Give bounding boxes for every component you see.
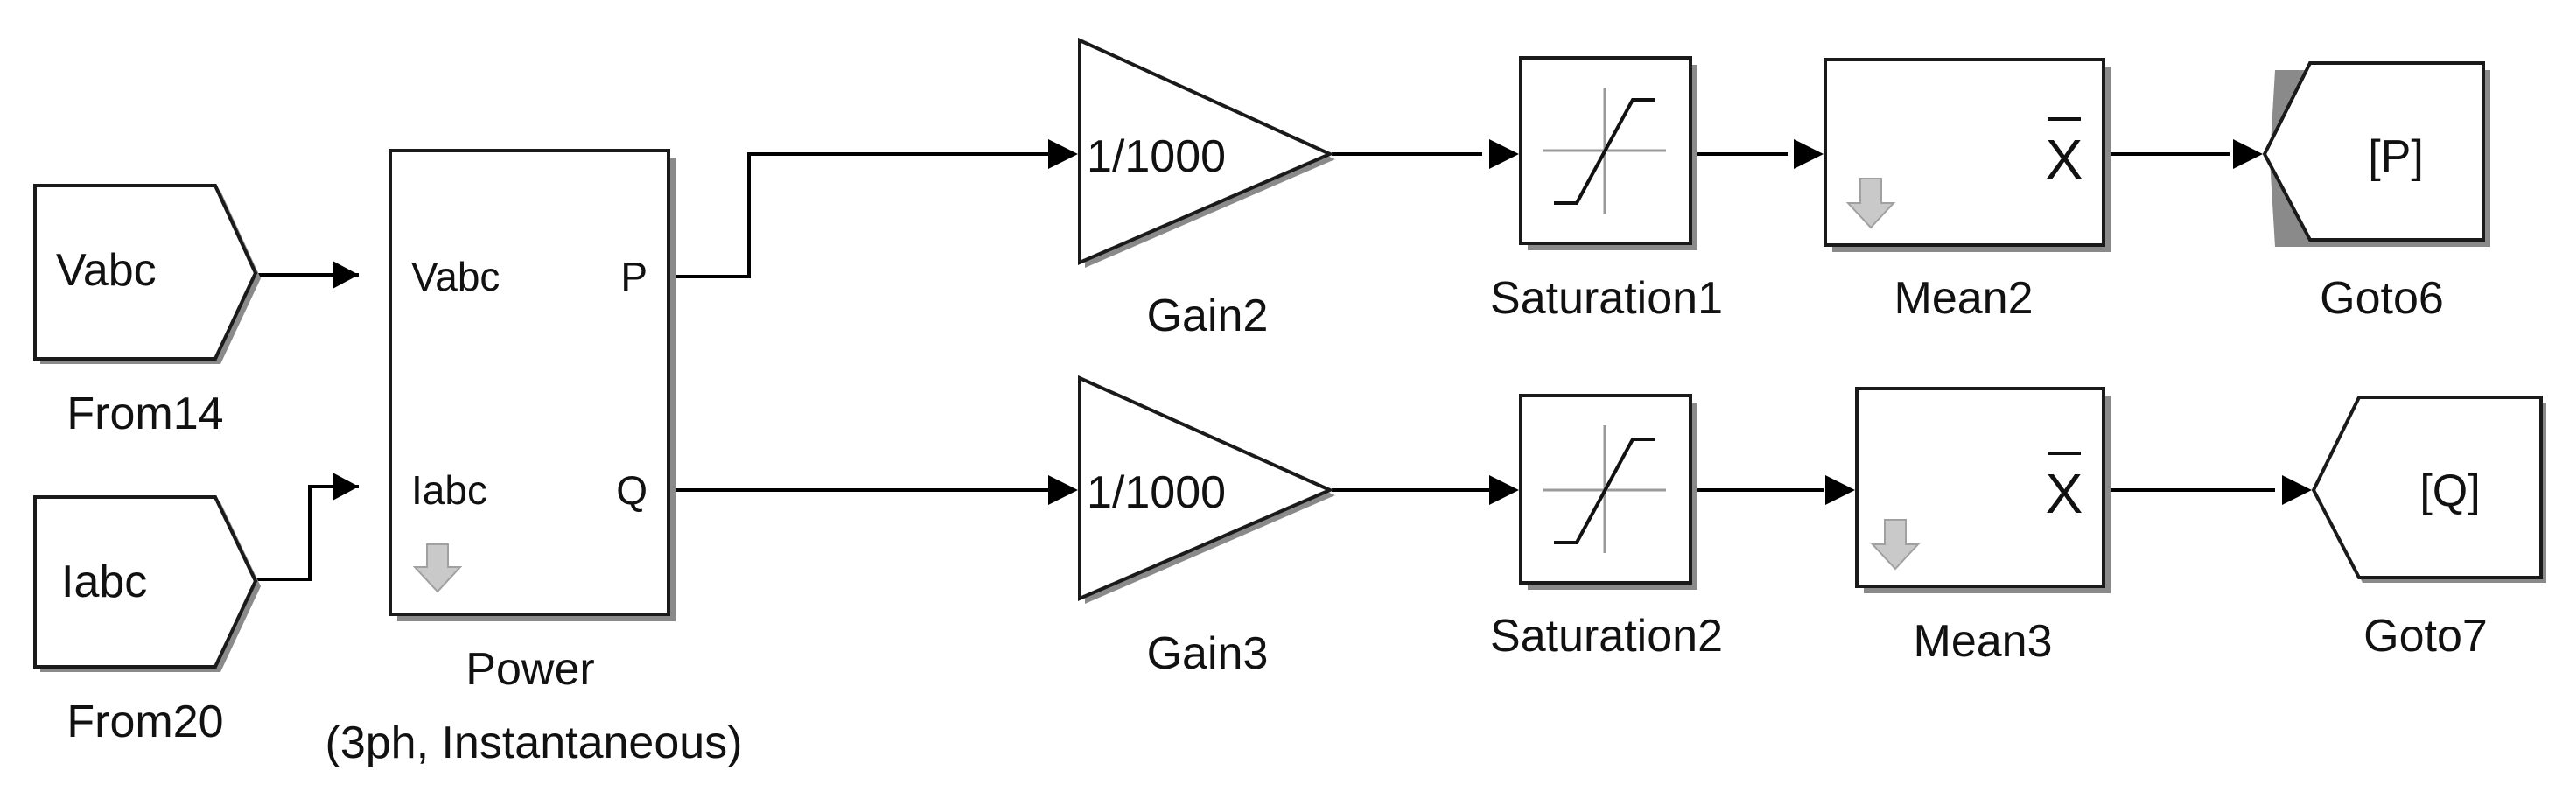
gain3-block[interactable]: 1/1000 Gain3 [1078,375,1335,679]
goto6-name: Goto6 [2320,273,2444,324]
power-link-arrow-icon [412,543,463,593]
arrowhead-goto7-in [2282,475,2312,505]
power-name-line2: (3ph, Instantaneous) [326,718,743,768]
saturation2-name: Saturation2 [1490,611,1723,662]
power-port-out2: Q [616,467,648,513]
signal-lines [256,152,2275,581]
gain3-value: 1/1000 [1087,467,1226,518]
power-port-in2: Iabc [411,467,487,513]
from14-name: From14 [66,389,223,439]
arrowhead-gain3-in [1048,475,1078,505]
from14-block[interactable]: Vabc From14 [33,184,261,439]
saturation-icon [1544,425,1666,553]
saturation-icon [1544,88,1666,214]
gain2-block[interactable]: 1/1000 Gain2 [1078,37,1335,341]
arrowhead-mean2-in [1794,139,1824,169]
gain2-name: Gain2 [1147,291,1269,341]
from20-tag: Iabc [61,557,147,607]
goto7-block[interactable]: [Q] Goto7 [2311,396,2546,662]
from14-tag: Vabc [56,245,157,296]
mean2-block[interactable]: X Mean2 [1824,58,2110,324]
power-port-in1: Vabc [411,254,500,299]
arrowhead-power-in2 [332,473,359,501]
wire-p-to-gain2[interactable] [667,152,1050,278]
gain3-shape [1078,375,1334,602]
mean2-link-arrow-icon [1845,178,1896,229]
power-block[interactable]: Vabc Iabc P Q Power (3ph, Instantaneous) [326,149,743,768]
arrowhead-power-in1 [332,261,359,289]
goto6-shape [2262,61,2485,242]
from14-shape [33,184,258,361]
from20-block[interactable]: Iabc From20 [33,495,261,747]
mean3-symbol: X [2046,462,2083,525]
gain2-shape [1078,37,1334,266]
goto7-name: Goto7 [2363,611,2488,662]
gain3-name: Gain3 [1147,628,1269,679]
mean2-name: Mean2 [1894,273,2034,324]
wire-iabc-to-power[interactable] [256,485,359,581]
from20-name: From20 [66,697,223,747]
power-port-out1: P [620,254,648,299]
mean3-name: Mean3 [1914,616,2053,667]
from20-shape [33,495,258,669]
arrowhead-saturation2-in [1489,475,1519,505]
arrowhead-saturation1-in [1489,139,1519,169]
signal-arrowheads [332,139,2312,505]
goto7-shape [2311,396,2543,579]
saturation2-block[interactable]: Saturation2 [1490,394,1723,662]
arrowhead-goto6-in [2233,139,2263,169]
power-shape [388,149,670,616]
arrowhead-mean3-in [1825,475,1855,505]
saturation1-name: Saturation1 [1490,273,1723,324]
mean3-link-arrow-icon [1870,519,1921,571]
mean3-block[interactable]: X Mean3 [1855,387,2110,667]
goto6-tag: [P] [2368,131,2424,182]
gain2-value: 1/1000 [1087,131,1226,182]
mean2-symbol: X [2046,128,2083,191]
power-name-line1: Power [466,644,594,695]
saturation1-block[interactable]: Saturation1 [1490,56,1723,324]
goto6-block[interactable]: [P] Goto6 [2262,61,2490,324]
arrowhead-gain2-in [1048,139,1078,169]
goto7-tag: [Q] [2419,466,2480,516]
